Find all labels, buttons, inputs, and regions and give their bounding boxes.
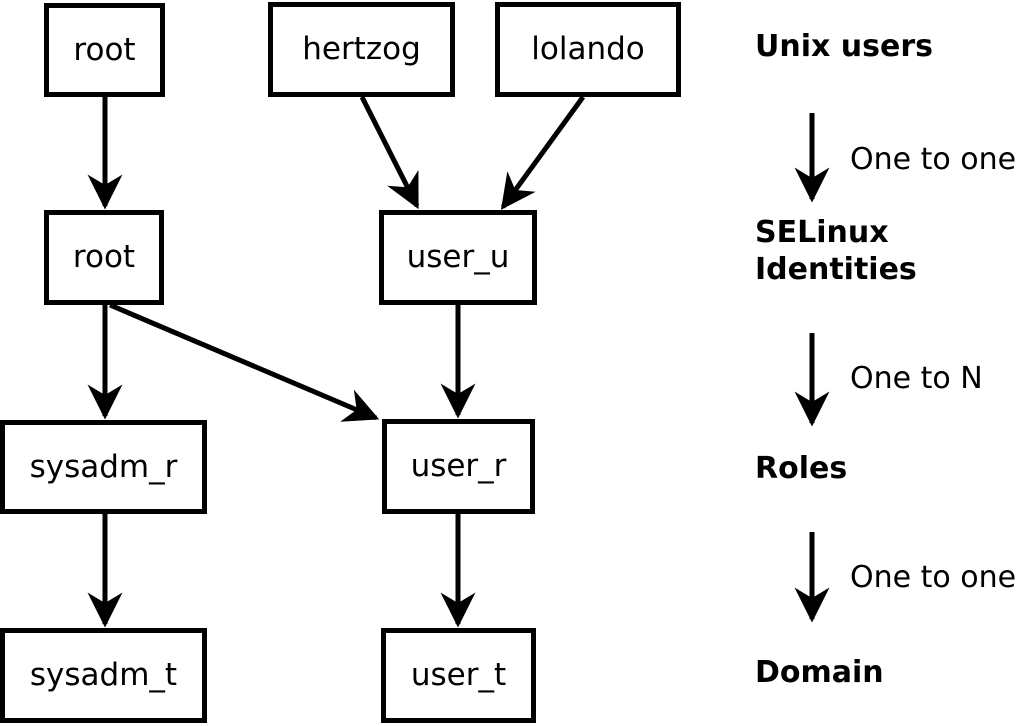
arrow-root-to-user-r <box>109 302 380 422</box>
legend-roles: Roles <box>755 451 848 486</box>
node-label: user_u <box>406 239 510 275</box>
node-label: user_t <box>410 657 507 693</box>
legend-selinux-identities: SELinux Identities <box>755 215 917 287</box>
node-sysadm-t: sysadm_t <box>0 628 207 723</box>
node-label: lolando <box>531 31 645 67</box>
node-user-r: user_r <box>382 419 535 514</box>
arrow-hertzog-to-user-u <box>359 95 420 210</box>
legend-one-to-one-2: One to one <box>850 560 1017 595</box>
node-label: user_r <box>410 448 507 484</box>
node-label: sysadm_t <box>29 657 178 693</box>
legend-unix-users: Unix users <box>755 29 934 64</box>
node-user-t: user_t <box>381 628 536 723</box>
node-hertzog: hertzog <box>268 2 455 97</box>
legend-domain: Domain <box>755 655 884 690</box>
arrow-lolando-to-user-u <box>500 95 586 210</box>
node-unix-root: root <box>44 3 165 97</box>
node-label: root <box>73 31 136 68</box>
node-lolando: lolando <box>495 2 681 97</box>
node-label: hertzog <box>302 31 421 67</box>
node-sysadm-r: sysadm_r <box>0 420 207 514</box>
node-label: root <box>72 239 136 275</box>
legend-one-to-n: One to N <box>850 361 983 396</box>
node-label: sysadm_r <box>29 448 178 485</box>
node-selinux-root: root <box>44 210 164 305</box>
legend-one-to-one-1: One to one <box>850 142 1017 177</box>
node-user-u: user_u <box>379 210 537 305</box>
